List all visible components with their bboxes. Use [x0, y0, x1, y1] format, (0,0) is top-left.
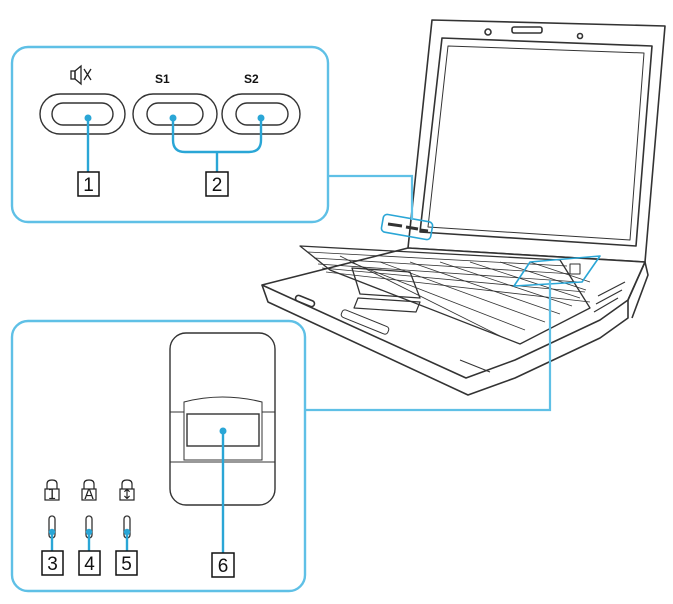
s1-button[interactable] [132, 93, 218, 135]
svg-text:2: 2 [212, 175, 223, 196]
callout-3: 3 [41, 550, 64, 576]
top-panel-connector [328, 174, 414, 220]
buttons-detail-panel: S1 S2 [10, 45, 330, 224]
svg-text:1: 1 [83, 175, 94, 196]
scroll-lock-glyph: ↕ [121, 487, 133, 503]
s2-label: S2 [244, 72, 259, 86]
scroll-lock-icon [119, 479, 135, 501]
svg-text:3: 3 [47, 554, 58, 575]
callout-1: 1 [77, 171, 100, 197]
svg-text:6: 6 [218, 556, 229, 577]
caps-lock-icon [81, 479, 97, 501]
callout-2: 2 [205, 171, 229, 197]
callout-lines-top [86, 118, 263, 172]
s2-button[interactable] [221, 93, 301, 135]
callout-5: 5 [115, 550, 138, 576]
callout-6: 6 [211, 552, 235, 578]
caps-lock-glyph: A [84, 487, 94, 503]
svg-text:4: 4 [84, 554, 95, 575]
indicators-sensor-detail-panel: 1 A ↕ [10, 319, 307, 593]
s1-label: S1 [155, 72, 170, 86]
num-lock-icon [44, 479, 60, 501]
svg-text:5: 5 [121, 554, 132, 575]
num-lock-glyph: 1 [48, 487, 57, 503]
speaker-mute-icon [70, 64, 92, 86]
mute-button[interactable] [39, 93, 126, 135]
callout-4: 4 [78, 550, 101, 576]
bottom-panel-connector [305, 280, 552, 412]
